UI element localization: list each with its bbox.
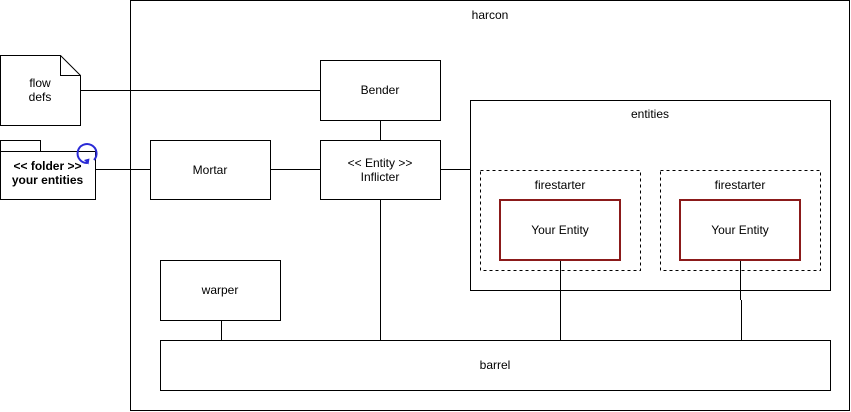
warper-label: warper bbox=[201, 283, 239, 297]
mortar-box bbox=[150, 140, 271, 200]
folder-label: << folder >> your entities bbox=[0, 156, 95, 190]
inflicter-line1: << Entity >> bbox=[347, 155, 413, 170]
harcon-title: harcon bbox=[471, 8, 509, 22]
folder-line1: << folder >> bbox=[13, 159, 82, 173]
entities-title: entities bbox=[630, 107, 670, 121]
your-entity-label-2: Your Entity bbox=[711, 223, 769, 237]
flow-defs-line1: flow bbox=[29, 76, 51, 90]
refresh-loop-icon bbox=[76, 143, 98, 165]
your-entity-label-1: Your Entity bbox=[531, 223, 589, 237]
flow-defs-label: flow defs bbox=[2, 74, 78, 106]
barrel-connectors-top bbox=[560, 261, 742, 340]
inflicter-box bbox=[320, 140, 441, 200]
folder-line2: your entities bbox=[11, 173, 84, 187]
inflicter-label: << Entity >> Inflicter bbox=[320, 140, 440, 199]
barrel-box bbox=[160, 340, 831, 391]
inflicter-line2: Inflicter bbox=[360, 169, 400, 184]
mortar-label: Mortar bbox=[192, 162, 228, 177]
your-entity-box-1 bbox=[499, 199, 621, 261]
firestarter-title-2: firestarter bbox=[714, 178, 766, 192]
folder-tab bbox=[0, 140, 41, 152]
warper-box bbox=[160, 260, 281, 321]
flow-defs-line2: defs bbox=[28, 90, 52, 104]
bender-box bbox=[320, 60, 441, 121]
bender-label: Bender bbox=[360, 83, 400, 97]
flow-defs-note-fold bbox=[60, 55, 81, 76]
barrel-label: barrel bbox=[479, 358, 511, 372]
firestarter-title-1: firestarter bbox=[534, 178, 586, 192]
your-entity-box-2 bbox=[679, 199, 801, 261]
